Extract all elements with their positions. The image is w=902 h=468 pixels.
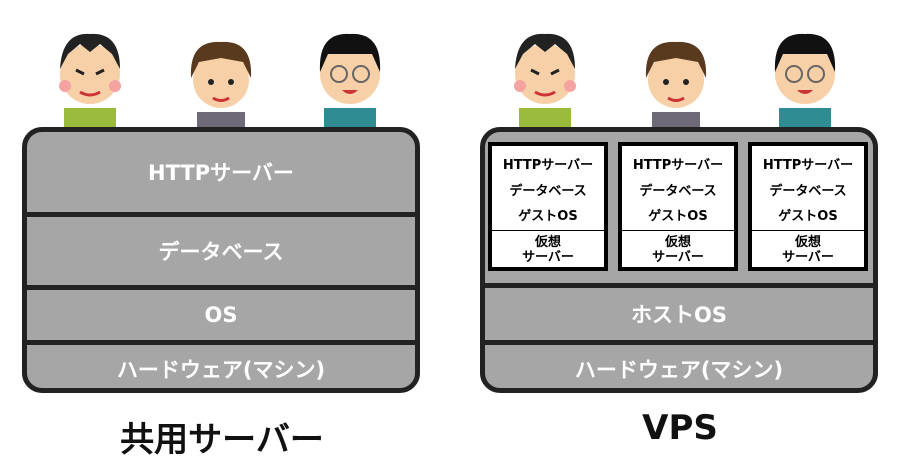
shared-server-title: 共用サーバー xyxy=(120,420,324,460)
layer-database: データベース xyxy=(158,240,284,264)
layer-os: OS xyxy=(204,303,238,327)
virtual-server: HTTPサーバーデータベースゲストOS 仮想サーバー xyxy=(748,142,868,271)
vm-label: サーバー xyxy=(782,250,834,265)
virtual-server: HTTPサーバーデータベースゲストOS 仮想サーバー xyxy=(618,142,738,271)
vm-label: 仮想 xyxy=(664,235,691,250)
person-icon xyxy=(645,41,707,128)
divider xyxy=(27,285,415,290)
vm-database: データベース xyxy=(509,183,587,199)
vm-http: HTTPサーバー xyxy=(762,158,854,174)
divider xyxy=(485,283,873,288)
vm-http: HTTPサーバー xyxy=(502,158,594,174)
vps-title: VPS xyxy=(642,408,718,448)
shared-server-stack: HTTPサーバー データベース OS ハードウェア(マシン) xyxy=(22,127,420,393)
vm-guest-os: ゲストOS xyxy=(518,208,578,224)
layer-host-os: ホストOS xyxy=(631,303,727,327)
vm-database: データベース xyxy=(769,183,847,199)
vm-guest-os: ゲストOS xyxy=(778,208,838,224)
divider xyxy=(27,212,415,217)
vm-label: 仮想 xyxy=(794,235,821,250)
divider xyxy=(27,340,415,345)
vm-guest-os: ゲストOS xyxy=(648,208,708,224)
layer-hardware: ハードウェア(マシン) xyxy=(116,358,326,382)
layer-http: HTTPサーバー xyxy=(148,161,294,185)
person-icon xyxy=(190,41,252,128)
vm-label: サーバー xyxy=(652,250,704,265)
person-icon xyxy=(514,33,576,128)
person-icon xyxy=(319,33,381,128)
divider xyxy=(485,340,873,345)
vps-stack: HTTPサーバーデータベースゲストOS 仮想サーバー HTTPサーバーデータベー… xyxy=(480,127,878,393)
vm-label: 仮想 xyxy=(534,235,561,250)
layer-hardware: ハードウェア(マシン) xyxy=(574,358,784,382)
vm-http: HTTPサーバー xyxy=(632,158,724,174)
virtual-server: HTTPサーバーデータベースゲストOS 仮想サーバー xyxy=(488,142,608,271)
person-icon xyxy=(774,33,836,128)
vm-label: サーバー xyxy=(522,250,574,265)
vm-database: データベース xyxy=(639,183,717,199)
person-icon xyxy=(59,33,121,128)
